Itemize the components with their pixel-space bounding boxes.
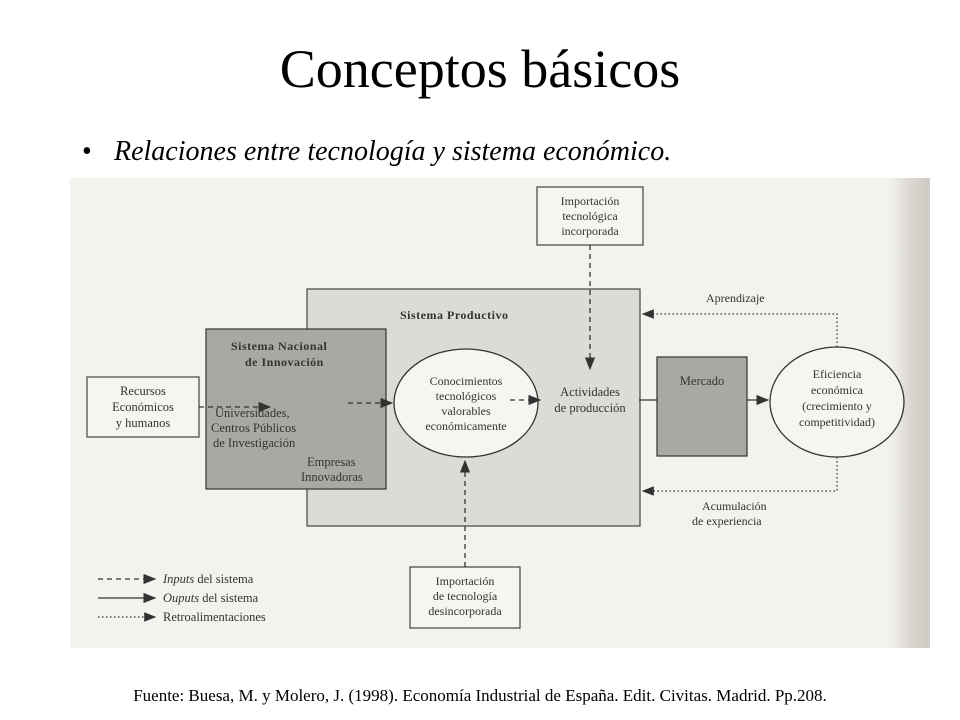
- efficiency-line-4: competitividad): [799, 415, 875, 429]
- knowledge-line-1: Conocimientos: [430, 374, 503, 388]
- universities-line-1: Universidades,: [215, 406, 290, 420]
- slide-title: Conceptos básicos: [279, 39, 681, 99]
- legend-outputs-label: Ouputs del sistema: [163, 591, 259, 605]
- legend-inputs-label: Inputs del sistema: [162, 572, 254, 586]
- legend-feedback-label: Retroalimentaciones: [163, 610, 266, 624]
- universities-line-3: de Investigación: [213, 436, 296, 450]
- bullet-item: • Relaciones entre tecnología y sistema e…: [82, 136, 671, 168]
- national-innovation-system-box: [205, 328, 387, 490]
- import-disembodied-line-1: Importación: [436, 574, 495, 588]
- national-system-label-2: de Innovación: [245, 355, 324, 369]
- import-incorporated-box: [536, 186, 644, 246]
- market-box: [656, 356, 748, 457]
- import-incorporated-line-3: incorporada: [561, 224, 619, 238]
- resources-line-2: Económicos: [112, 400, 174, 414]
- legend: Inputs del sistema Ouputs del sistema Re…: [98, 572, 266, 624]
- market-label: Mercado: [680, 374, 724, 388]
- feedback-learning-arrow: [641, 309, 838, 347]
- efficiency-line-3: (crecimiento y: [802, 399, 872, 413]
- source-citation: Fuente: Buesa, M. y Molero, J. (1998). E…: [133, 686, 827, 705]
- universities-line-2: Centros Públicos: [211, 421, 296, 435]
- import-disembodied-line-2: de tecnología: [433, 589, 498, 603]
- accumulation-line-2: de experiencia: [692, 514, 762, 528]
- activities-line-2: de producción: [554, 401, 626, 415]
- efficiency-line-2: económica: [811, 383, 864, 397]
- bullet-marker: •: [82, 136, 92, 167]
- knowledge-ellipse: [393, 348, 539, 458]
- knowledge-line-2: tecnológicos: [436, 389, 497, 403]
- feedback-accumulation-arrow: [641, 457, 838, 496]
- resources-line-1: Recursos: [120, 384, 166, 398]
- national-system-label-1: Sistema Nacional: [231, 339, 327, 353]
- knowledge-line-3: valorables: [441, 404, 491, 418]
- firms-line-1: Empresas: [307, 455, 356, 469]
- firms-line-2: Innovadoras: [301, 470, 363, 484]
- import-incorporated-line-1: Importación: [561, 194, 620, 208]
- accumulation-line-1: Acumulación: [702, 499, 767, 513]
- productive-system-label: Sistema Productivo: [400, 308, 508, 322]
- import-incorporated-line-2: tecnológica: [562, 209, 618, 223]
- bullet-text: Relaciones entre tecnología y sistema ec…: [114, 136, 672, 167]
- learning-label: Aprendizaje: [706, 291, 765, 305]
- efficiency-line-1: Eficiencia: [813, 367, 862, 381]
- activities-line-1: Actividades: [560, 385, 620, 399]
- import-disembodied-line-3: desincorporada: [428, 604, 502, 618]
- resources-line-3: y humanos: [116, 416, 171, 430]
- knowledge-line-4: económicamente: [425, 419, 506, 433]
